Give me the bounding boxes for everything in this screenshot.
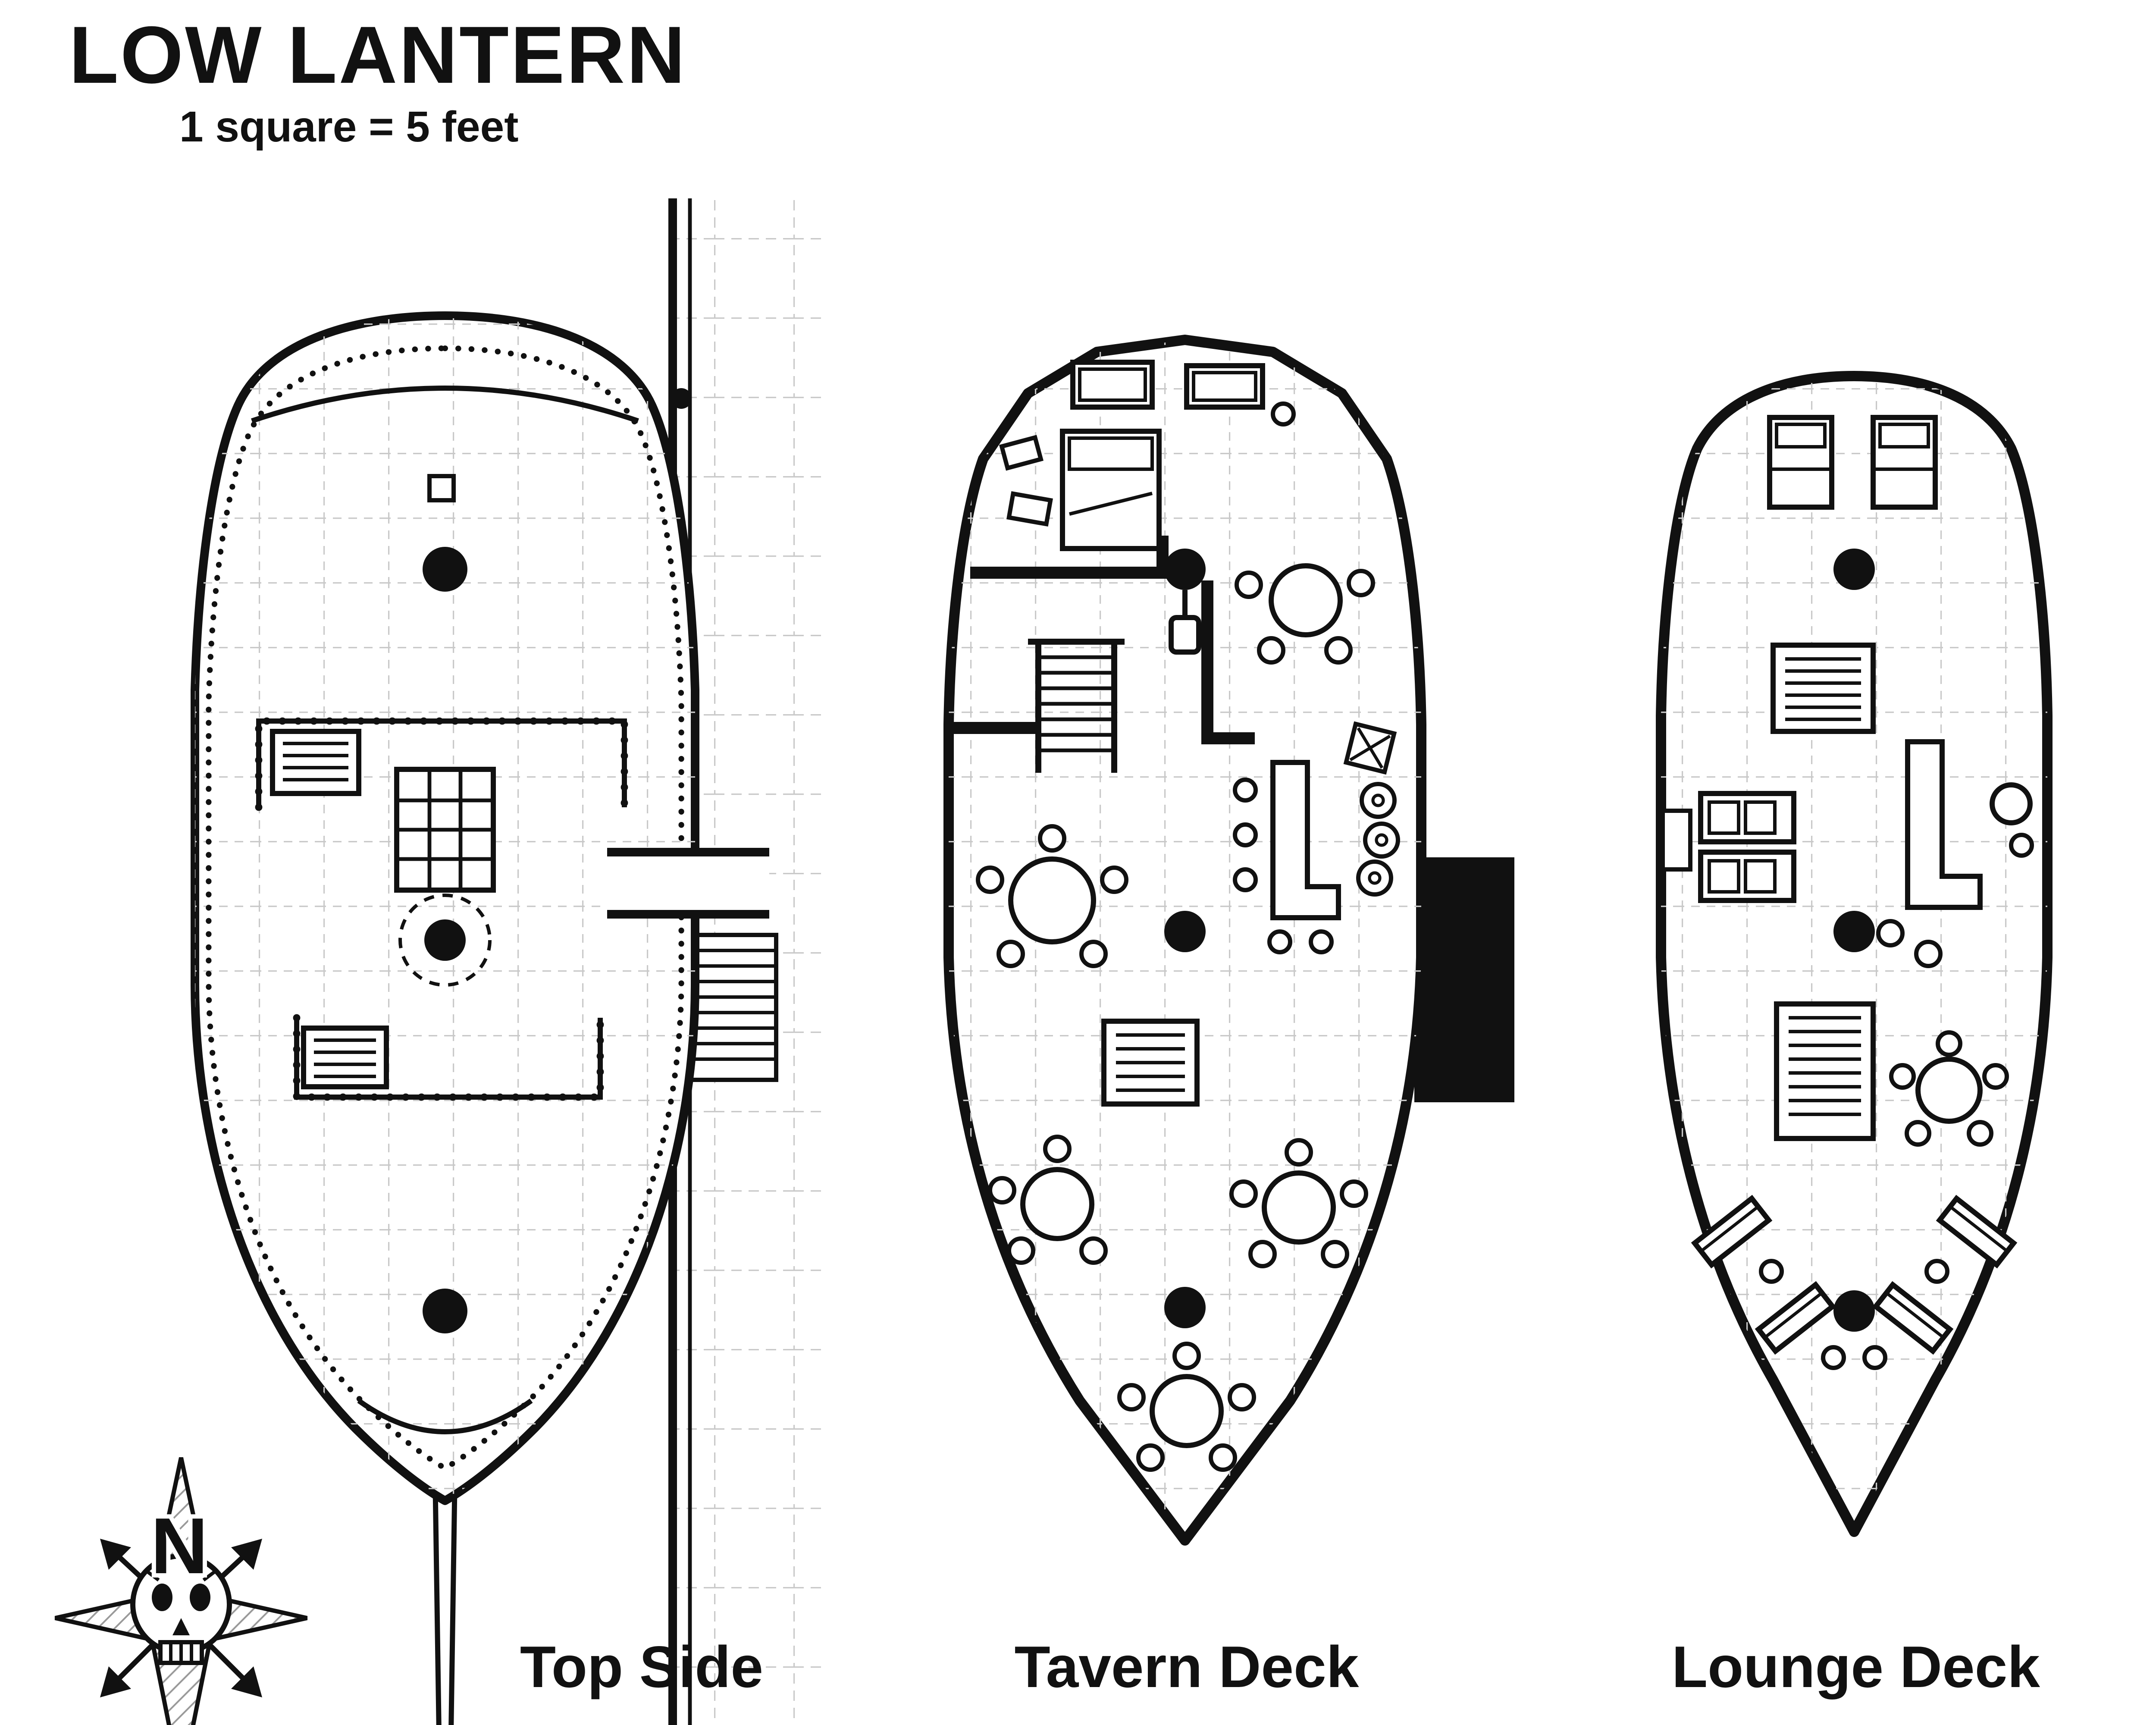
mooring-cleat-icon: [671, 388, 692, 409]
compass-arrow-ne: [231, 1539, 262, 1570]
deck-fixture: [427, 474, 456, 502]
side-table: [1661, 809, 1692, 872]
angled-bench: [1755, 1281, 1836, 1355]
small-round-table: [1990, 782, 2034, 858]
compass-rose: N: [54, 1457, 308, 1725]
angled-bench: [1691, 1195, 1773, 1269]
interior-walls: [953, 536, 1255, 744]
deck-table: [270, 729, 361, 796]
angled-bench: [1936, 1195, 2018, 1269]
compass-arrow-se: [231, 1666, 262, 1697]
skull-icon: [130, 1553, 232, 1665]
deck-tavern: [931, 319, 1514, 1561]
dock: [666, 198, 824, 1725]
stairs: [1028, 639, 1125, 773]
round-table: [1235, 563, 1375, 665]
mast-icon: [424, 919, 466, 961]
crate-small: [999, 435, 1044, 471]
stool: [1271, 401, 1296, 427]
lantern-icon: [1169, 590, 1201, 655]
bench: [1070, 360, 1155, 410]
compass-n-label: N: [151, 1501, 208, 1590]
mast-icon: [1833, 549, 1875, 590]
barrels: [1356, 782, 1400, 897]
round-table: [1229, 1138, 1368, 1268]
gangplank: [604, 848, 769, 919]
mast-icon: [1833, 1290, 1875, 1332]
compass-arrow-sw: [100, 1666, 131, 1697]
mast-icon: [1833, 911, 1875, 952]
deck-lounge: [1647, 354, 2070, 1561]
bar-counter: [1876, 739, 1983, 968]
pier-stub: [1414, 857, 1514, 1102]
bed: [1767, 415, 1834, 510]
bed: [1871, 415, 1938, 510]
mast-rigging-circle: [398, 894, 492, 987]
crate-small: [1006, 491, 1053, 527]
stool: [1924, 1259, 1949, 1284]
bar-counter: [1233, 760, 1341, 954]
round-table: [1117, 1342, 1256, 1472]
sofa: [1698, 850, 1796, 903]
mast-icon: [1164, 1287, 1206, 1328]
map-title: LOW LANTERN: [69, 9, 687, 100]
mast-icon: [423, 547, 467, 592]
round-table: [988, 1135, 1108, 1265]
sofa: [1698, 791, 1796, 844]
bow-plank-arc: [357, 1399, 533, 1434]
lower-deck-railing: [293, 1014, 604, 1101]
round-table: [1889, 1030, 2009, 1147]
deck-label-tavern-deck: Tavern Deck: [1015, 1634, 1359, 1700]
map-scale-note: 1 square = 5 feet: [179, 103, 519, 151]
mast-icon: [423, 1289, 467, 1333]
square-table: [1101, 1019, 1200, 1107]
round-table: [976, 824, 1128, 968]
deck-table: [301, 1026, 389, 1089]
hatched-table: [1774, 1001, 1876, 1141]
bed: [1060, 429, 1162, 551]
crate-icon: [1343, 721, 1397, 775]
stool: [1821, 1345, 1846, 1370]
stool: [1862, 1345, 1887, 1370]
mast-icon: [1164, 911, 1206, 952]
stern-plank-arc: [251, 386, 639, 423]
bench: [1184, 363, 1265, 410]
deck-top-side: [172, 293, 769, 1725]
mast-icon: [1164, 549, 1206, 590]
cargo-hatch-grate: [394, 767, 496, 893]
stool: [1759, 1259, 1784, 1284]
upper-deck-railing: [255, 717, 628, 811]
deck-label-top-side: Top Side: [520, 1634, 763, 1700]
deck-label-lounge-deck: Lounge Deck: [1672, 1634, 2040, 1700]
compass-arrow-nw: [100, 1539, 131, 1570]
hatched-table: [1771, 643, 1876, 734]
angled-bench: [1872, 1281, 1954, 1355]
